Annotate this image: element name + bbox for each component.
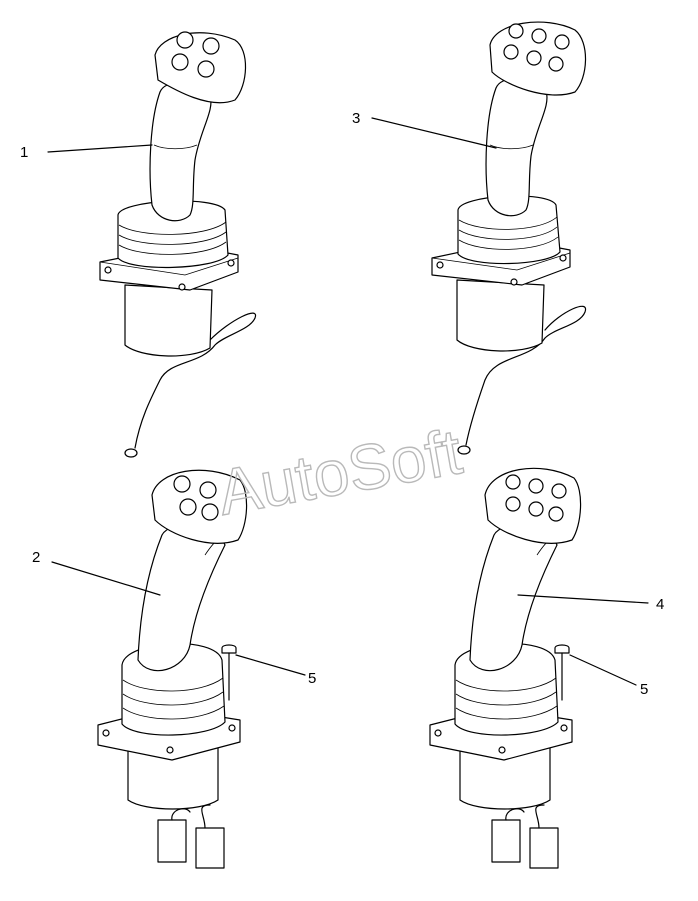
leader-line-3 — [371, 117, 497, 149]
callout-5-right: 5 — [640, 681, 648, 698]
leader-line-4 — [517, 594, 649, 604]
callout-2: 2 — [32, 549, 40, 566]
leader-line-5-right — [569, 654, 637, 686]
joystick-4-illustration — [429, 467, 582, 869]
joystick-1-illustration — [99, 31, 257, 458]
joystick-3-illustration — [431, 21, 587, 455]
callout-4: 4 — [656, 596, 664, 613]
joystick-2-illustration — [97, 469, 248, 869]
watermark-text: AutoSoft — [213, 415, 467, 529]
leader-line-2 — [51, 561, 161, 596]
callout-1: 1 — [20, 144, 28, 161]
leader-line-5-left — [235, 654, 306, 676]
leader-line-1 — [47, 144, 153, 153]
callout-3: 3 — [352, 110, 360, 127]
callout-5-left: 5 — [308, 670, 316, 687]
